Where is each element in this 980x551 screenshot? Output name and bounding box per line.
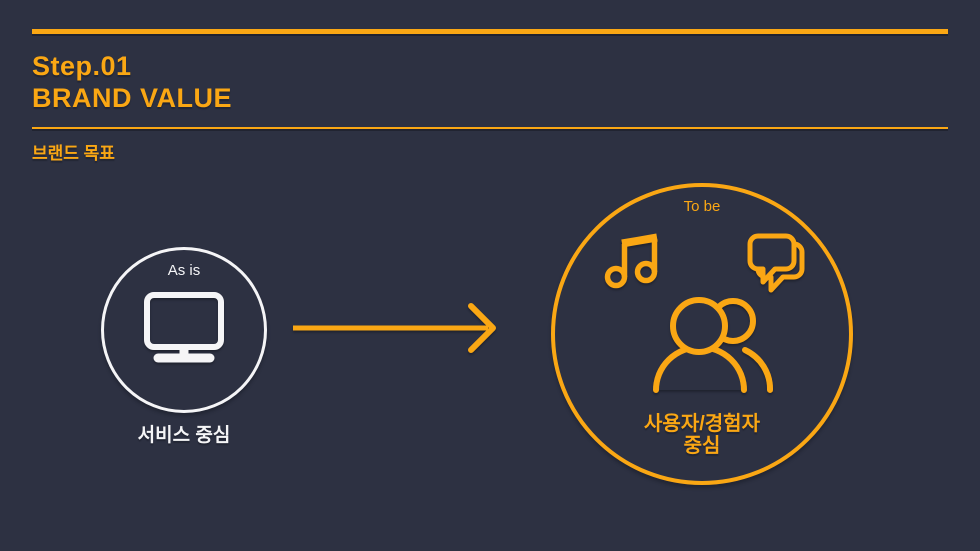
monitor-icon bbox=[144, 292, 224, 363]
header-subtitle: 브랜드 목표 bbox=[32, 144, 115, 163]
as-is-label: As is bbox=[167, 262, 201, 279]
as-is-circle bbox=[101, 247, 267, 413]
header-divider bbox=[32, 127, 948, 129]
people-group-icon bbox=[653, 297, 774, 393]
music-note-icon bbox=[604, 233, 658, 289]
to-be-label: To be bbox=[683, 198, 721, 215]
as-is-caption: 서비스 중심 bbox=[137, 425, 231, 446]
title-block: Step.01 BRAND VALUE bbox=[32, 50, 232, 114]
to-be-caption: 사용자/경험자 중심 bbox=[602, 413, 802, 457]
speech-bubbles-icon bbox=[747, 233, 805, 293]
step-label: Step.01 bbox=[32, 51, 132, 81]
page-title: BRAND VALUE bbox=[32, 83, 232, 113]
to-be-caption-line2: 중심 bbox=[683, 435, 721, 457]
to-be-caption-line1: 사용자/경험자 bbox=[644, 413, 760, 435]
arrow-right-icon bbox=[293, 303, 496, 353]
top-accent-bar bbox=[32, 29, 948, 34]
to-be-circle bbox=[551, 183, 853, 485]
